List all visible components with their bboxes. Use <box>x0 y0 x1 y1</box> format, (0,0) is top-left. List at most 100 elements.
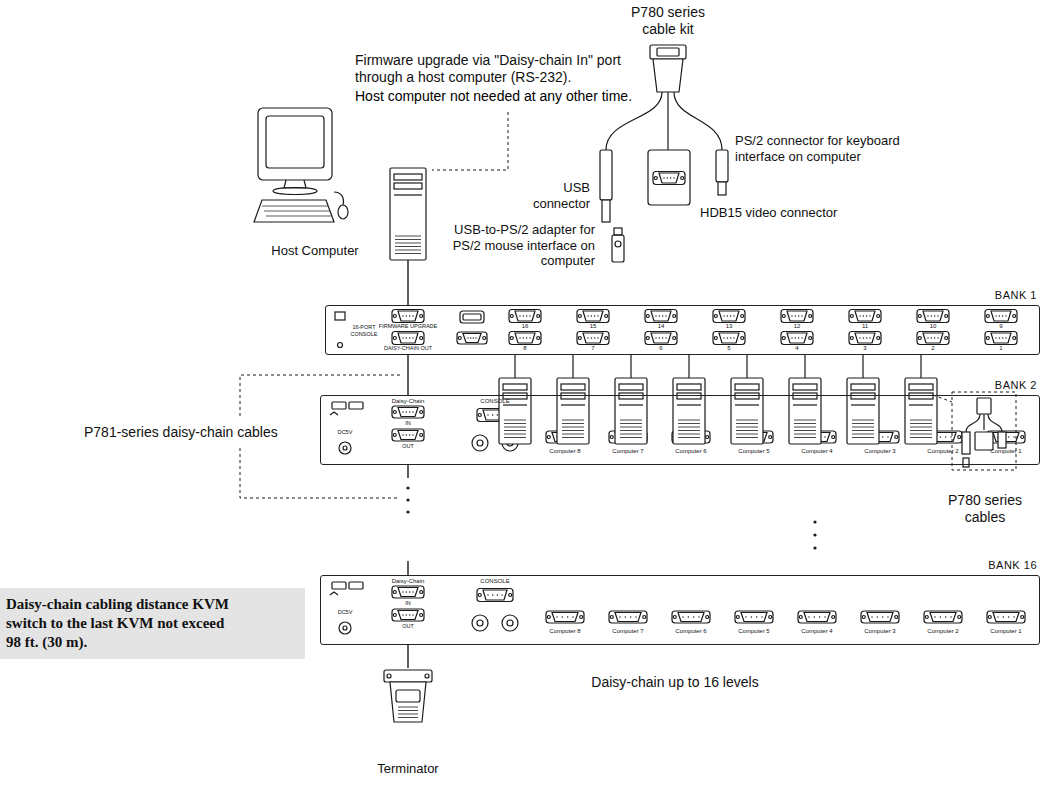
bank1-panel <box>335 310 1017 348</box>
vent-line <box>910 423 932 424</box>
db15-port <box>392 406 424 418</box>
terminator-label-plate <box>396 690 420 702</box>
port-screw <box>832 436 835 439</box>
vent-line <box>562 420 584 421</box>
panel-marking: OUT <box>396 443 420 450</box>
mouse-cable <box>334 192 343 205</box>
computer-cable <box>862 355 863 378</box>
db15-port <box>917 332 949 345</box>
port-screw <box>420 315 423 318</box>
port-screw <box>1013 337 1016 340</box>
panel-marking: IN <box>398 420 418 427</box>
port-pin <box>412 315 413 316</box>
port-screw <box>478 594 481 597</box>
port-pin <box>412 591 413 592</box>
ps2-port <box>502 615 518 631</box>
port-screw <box>1021 436 1024 439</box>
key-row <box>266 216 331 217</box>
keyboard <box>254 200 334 222</box>
port-pin <box>1008 436 1009 437</box>
daisy-chain-cable <box>407 465 408 575</box>
port-pin <box>523 337 524 338</box>
port-pin <box>819 616 820 617</box>
port-pin <box>591 315 592 316</box>
vent-line <box>910 427 932 428</box>
annotation: Daisy-chain up to 16 levels <box>555 674 795 691</box>
db15-port <box>653 172 685 185</box>
port-screw <box>654 177 657 180</box>
port-screw <box>420 614 423 617</box>
annotation: HDB15 video connector <box>700 205 870 221</box>
port-pin <box>859 315 860 316</box>
port-shell <box>392 429 424 441</box>
vent-line <box>678 430 700 431</box>
computer-tower <box>557 378 589 444</box>
drive-bay <box>677 393 701 399</box>
port-screw <box>393 315 396 318</box>
panel-marking: 2 <box>923 345 943 352</box>
port-pin <box>667 177 668 178</box>
port-face <box>398 611 418 620</box>
port-pin <box>798 337 799 338</box>
port-pin <box>406 614 407 615</box>
cable <box>674 92 722 150</box>
computer-cable <box>572 355 573 378</box>
port-pin <box>927 337 928 338</box>
vent-line <box>620 430 642 431</box>
tower-case <box>789 378 821 444</box>
port-pin <box>402 411 403 412</box>
port-screw <box>510 315 513 318</box>
panel-marking: 4 <box>787 345 807 352</box>
port-screw <box>714 337 717 340</box>
db15-port <box>457 332 487 344</box>
vent-line <box>395 246 421 247</box>
port-pin <box>798 315 799 316</box>
port-pin <box>523 315 524 316</box>
vent-line <box>504 437 526 438</box>
annotation: Host computer not needed at any other ti… <box>355 88 685 105</box>
bay-line <box>561 404 585 405</box>
port-pin <box>402 315 403 316</box>
port-face <box>930 613 956 622</box>
port-pin <box>934 315 935 316</box>
port-screw <box>393 614 396 617</box>
port-pin <box>665 315 666 316</box>
port-screw <box>478 414 481 417</box>
db15-port <box>392 586 424 598</box>
port-screw <box>877 337 880 340</box>
db15-port <box>781 332 813 345</box>
db15-port <box>645 310 677 323</box>
port-shell <box>849 332 881 345</box>
port-screw <box>393 411 396 414</box>
panel-marking: Computer 4 <box>791 448 843 455</box>
port-face <box>659 173 679 183</box>
ps2-plug-tip <box>718 182 726 195</box>
port-face <box>398 311 418 321</box>
port-pin <box>663 177 664 178</box>
drive-bay <box>793 384 817 390</box>
port-face <box>398 408 418 417</box>
terminator-body <box>390 682 426 722</box>
port-pin <box>995 337 996 338</box>
port-screw <box>862 616 865 619</box>
port-pin <box>871 616 872 617</box>
port-pin <box>587 315 588 316</box>
vent-line <box>620 427 642 428</box>
port-screw <box>877 315 880 318</box>
port-screw <box>420 411 423 414</box>
panel-marking: 3 <box>855 345 875 352</box>
drive-bay <box>561 384 585 390</box>
vent-line <box>736 423 758 424</box>
db15-port <box>509 332 541 345</box>
port-pin <box>995 315 996 316</box>
vent-line <box>910 420 932 421</box>
annotation: P780 series cable kit <box>618 4 718 38</box>
port-pin <box>409 614 410 615</box>
key-row <box>262 206 328 207</box>
panel-marking: IN <box>398 600 418 607</box>
port-pin <box>594 337 595 338</box>
mini-hdb15 <box>975 432 993 450</box>
tower-case <box>905 378 937 444</box>
port-screw <box>736 616 739 619</box>
